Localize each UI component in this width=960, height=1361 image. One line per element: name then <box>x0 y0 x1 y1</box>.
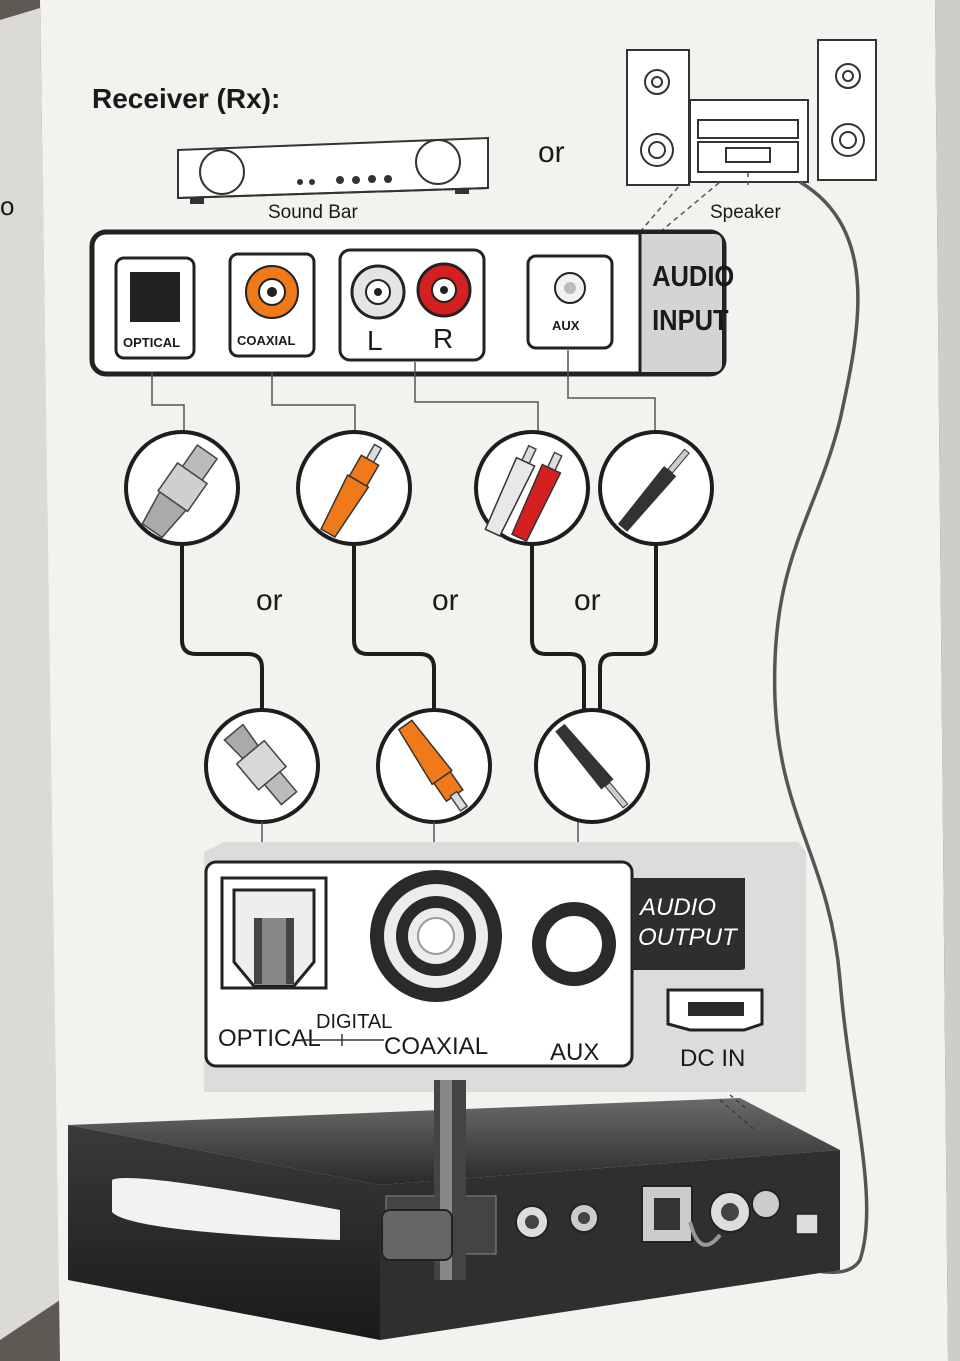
dc-dashed-leads <box>719 1094 756 1131</box>
aux-output-label: AUX <box>550 1039 599 1066</box>
back-cable-plug <box>688 1221 722 1247</box>
coaxial-output-label: COAXIAL <box>384 1033 488 1060</box>
soundbar-illustration <box>177 136 489 204</box>
coaxial-cable-circle-bottom <box>376 708 492 824</box>
coaxial-input-label: COAXIAL <box>237 333 296 348</box>
speaker-label: Speaker <box>710 202 781 223</box>
digital-bracket-line <box>300 1034 384 1046</box>
speaker-dashed-leads <box>639 172 749 233</box>
speaker-cable <box>719 180 869 1274</box>
rca-right-label: R <box>433 323 453 354</box>
rca-cable-circle-top <box>474 430 590 546</box>
audio-input-label-line1: AUDIO <box>652 259 734 292</box>
audio-input-label-bg <box>640 234 722 372</box>
digital-label: DIGITAL <box>316 1011 392 1033</box>
aux-output-port <box>532 902 616 986</box>
optical-output-port <box>220 876 328 990</box>
coaxial-input-port <box>228 252 316 358</box>
aux-input-label: AUX <box>552 318 580 333</box>
audio-output-label-line2: OUTPUT <box>638 924 739 951</box>
aux-cable-circle-bottom <box>534 708 650 824</box>
or-text-1: or <box>256 584 283 617</box>
left-edge-text: o <box>0 191 14 221</box>
optical-cable-circle-bottom <box>204 708 320 824</box>
audio-input-label-line2: INPUT <box>652 303 729 336</box>
audio-output-label-line1: AUDIO <box>638 894 716 921</box>
page-title: Receiver (Rx): <box>92 83 280 114</box>
coaxial-cable-circle-top <box>296 430 412 546</box>
rca-left-label: L <box>367 325 383 356</box>
coaxial-output-port <box>370 870 502 1002</box>
or-text-2: or <box>432 584 459 617</box>
cable-routes <box>180 544 658 718</box>
optical-plug-post <box>381 1080 466 1280</box>
device-front-slot <box>112 1178 340 1240</box>
optical-output-label: OPTICAL <box>218 1025 321 1052</box>
or-text-3: or <box>574 584 601 617</box>
optical-input-leader <box>151 372 185 432</box>
audio-output-label-bg <box>632 878 745 970</box>
optical-input-port <box>114 256 196 360</box>
dc-in-port <box>666 988 764 1032</box>
coaxial-input-leader <box>271 372 356 432</box>
aux-input-port <box>526 254 614 350</box>
left-page-edge <box>0 8 60 1340</box>
rca-input-leader <box>414 362 539 432</box>
dc-in-label: DC IN <box>680 1045 745 1072</box>
or-text-top: or <box>538 136 565 169</box>
optical-cable-circle-top <box>124 430 240 546</box>
rca-lr-input-ports <box>338 248 486 362</box>
aux-input-leader <box>567 350 656 432</box>
aux-cable-circle-top <box>598 430 714 546</box>
optical-input-label: OPTICAL <box>123 335 180 350</box>
right-page-edge <box>935 0 960 1361</box>
soundbar-label: Sound Bar <box>268 202 358 223</box>
speaker-illustration <box>626 39 877 186</box>
